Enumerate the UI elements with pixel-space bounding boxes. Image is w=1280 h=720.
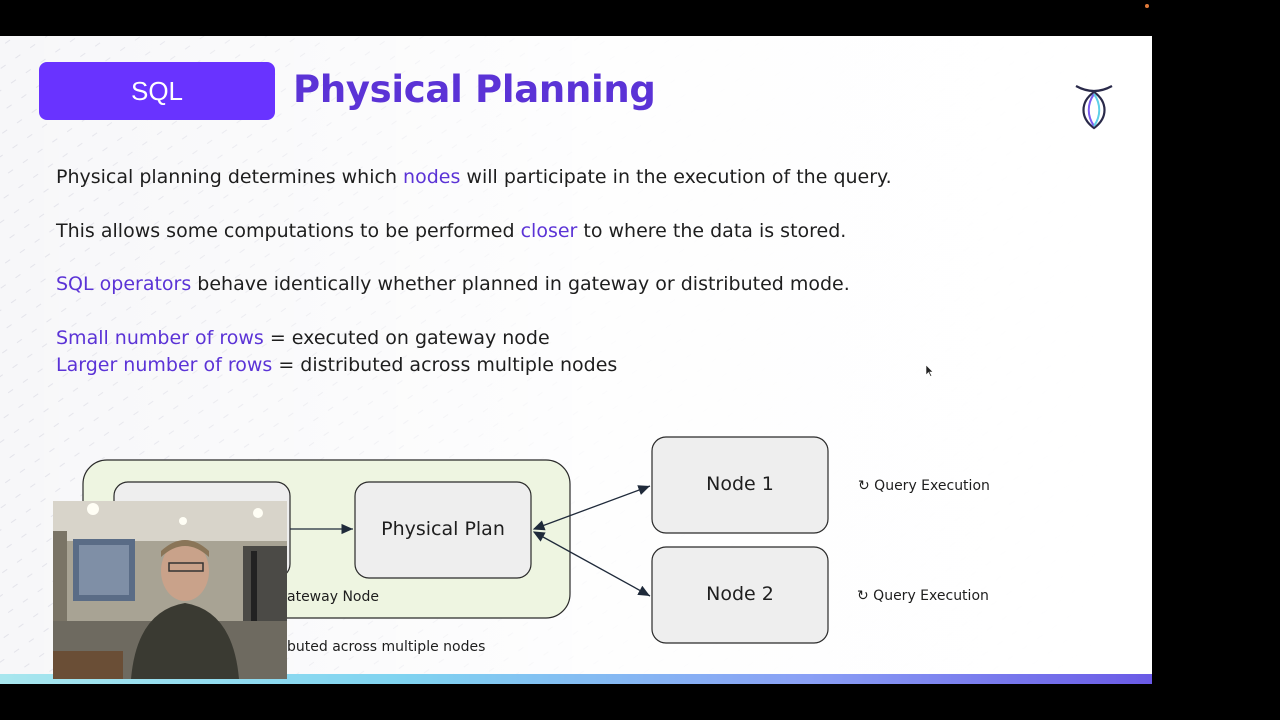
paragraph-nodes: Physical planning determines which nodes… xyxy=(56,166,892,188)
status-dot-icon xyxy=(1145,4,1149,8)
node1-label: Node 1 xyxy=(706,473,774,495)
gateway-node-label: ateway Node xyxy=(287,589,379,605)
node2-box xyxy=(651,546,829,644)
webcam-feed-icon xyxy=(53,501,287,679)
slide-title: Physical Planning xyxy=(293,68,656,111)
slide-background-pattern xyxy=(0,36,1152,684)
paragraph-closer: This allows some computations to be perf… xyxy=(56,220,847,242)
slide-accent-bar xyxy=(0,674,1152,684)
brand-logo-icon xyxy=(1075,85,1113,130)
query-execution-node1: ↻ Query Execution xyxy=(858,478,990,494)
presentation-slide: SQL Physical Planning Physical planning … xyxy=(0,36,1152,684)
physical-plan-box xyxy=(354,481,532,579)
section-tag: SQL xyxy=(39,62,275,120)
distributed-caption: buted across multiple nodes xyxy=(287,639,486,655)
arrow-to-node2 xyxy=(532,531,651,597)
webcam-video-overlay xyxy=(53,501,287,679)
arrow-to-node1 xyxy=(532,485,651,531)
query-execution-node2: ↻ Query Execution xyxy=(857,588,989,604)
node1-box xyxy=(651,436,829,534)
mouse-pointer-icon xyxy=(926,365,934,377)
paragraph-large-rows: Larger number of rows = distributed acro… xyxy=(56,354,618,376)
node2-label: Node 2 xyxy=(706,583,774,605)
paragraph-small-rows: Small number of rows = executed on gatew… xyxy=(56,327,550,349)
physical-plan-label: Physical Plan xyxy=(381,518,505,540)
paragraph-operators: SQL operators behave identically whether… xyxy=(56,273,850,295)
